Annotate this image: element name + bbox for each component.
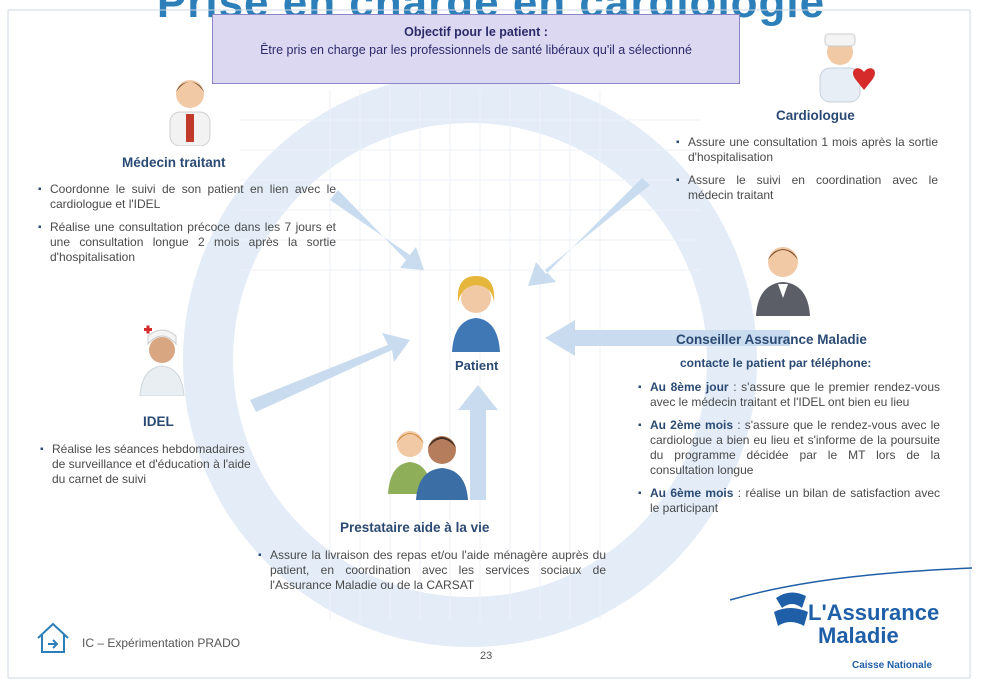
prestataire-title: Prestataire aide à la vie <box>340 520 490 535</box>
objective-text: Être pris en charge par les professionne… <box>260 43 692 57</box>
patient-icon <box>452 276 500 352</box>
cardiologue-bullet-1: Assure une consultation 1 mois après la … <box>676 135 938 165</box>
cardiologue-title: Cardiologue <box>776 108 855 123</box>
conseiller-bullet-3-text: : réalise un bilan de satisfaction avec … <box>650 486 940 515</box>
prestataire-bullets: Assure la livraison des repas et/ou l'ai… <box>258 548 606 601</box>
nurse-icon <box>139 325 185 396</box>
medecin-bullet-1: Coordonne le suivi de son patient en lie… <box>38 182 336 212</box>
conseiller-title: Conseiller Assurance Maladie <box>676 332 867 347</box>
conseiller-bullet-2-text: : s'assure que le rendez-vous avec le ca… <box>650 418 940 477</box>
conseiller-bullet-1: Au 8ème jour : s'assure que le premier r… <box>638 380 940 410</box>
cardiologue-bullets: Assure une consultation 1 mois après la … <box>676 135 938 211</box>
conseiller-bullet-1-lead: Au 8ème jour <box>650 380 729 394</box>
conseiller-subtitle: contacte le patient par téléphone: <box>680 356 872 370</box>
doctor-icon <box>169 80 211 146</box>
flow-arrows <box>250 178 790 500</box>
page-number: 23 <box>480 650 493 662</box>
conseiller-bullet-1-text: : s'assure que le premier rendez-vous av… <box>650 380 940 409</box>
medecin-bullets: Coordonne le suivi de son patient en lie… <box>38 182 336 273</box>
cardiologist-icon <box>819 33 875 103</box>
conseiller-bullet-3: Au 6ème mois : réalise un bilan de satis… <box>638 486 940 516</box>
logo-line-1: L'Assurance <box>808 600 940 625</box>
conseiller-bullet-3-lead: Au 6ème mois <box>650 486 734 500</box>
slide-frame <box>7 9 971 679</box>
logo-swoosh <box>729 567 973 601</box>
conseiller-bullets: Au 8ème jour : s'assure que le premier r… <box>638 380 940 524</box>
idel-title: IDEL <box>143 414 174 429</box>
logo-line-3: Caisse Nationale <box>852 660 933 671</box>
footer-label: IC – Expérimentation PRADO <box>82 636 241 650</box>
prestataire-bullet-1: Assure la livraison des repas et/ou l'ai… <box>258 548 606 593</box>
conseiller-bullet-2: Au 2ème mois : s'assure que le rendez-vo… <box>638 418 940 478</box>
arrow-from-idel <box>250 333 410 412</box>
advisor-icon <box>756 247 810 316</box>
medecin-title: Médecin traitant <box>122 155 226 170</box>
cycle-ring <box>183 73 757 647</box>
medecin-bullet-2: Réalise une consultation précoce dans le… <box>38 220 336 265</box>
cardiologue-bullet-2: Assure le suivi en coordination avec le … <box>676 173 938 203</box>
idel-bullets: Réalise les séances hebdomadaires de sur… <box>40 442 258 495</box>
objective-title: Objectif pour le patient : <box>404 25 548 39</box>
arrow-from-prestataire <box>458 385 498 500</box>
conseiller-bullet-2-lead: Au 2ème mois <box>650 418 734 432</box>
helpers-icon <box>388 431 468 500</box>
background-grid <box>240 90 700 620</box>
patient-label: Patient <box>455 358 499 373</box>
objective-box: Objectif pour le patient : Être pris en … <box>212 14 740 84</box>
logo-line-2: Maladie <box>818 623 899 648</box>
arrow-from-conseiller <box>545 320 790 356</box>
idel-bullet-1: Réalise les séances hebdomadaires de sur… <box>40 442 258 487</box>
arrow-from-medecin <box>330 190 424 270</box>
home-icon[interactable] <box>34 620 72 656</box>
assurance-maladie-logo-mark <box>774 592 808 626</box>
arrow-from-cardiologue <box>528 178 650 286</box>
